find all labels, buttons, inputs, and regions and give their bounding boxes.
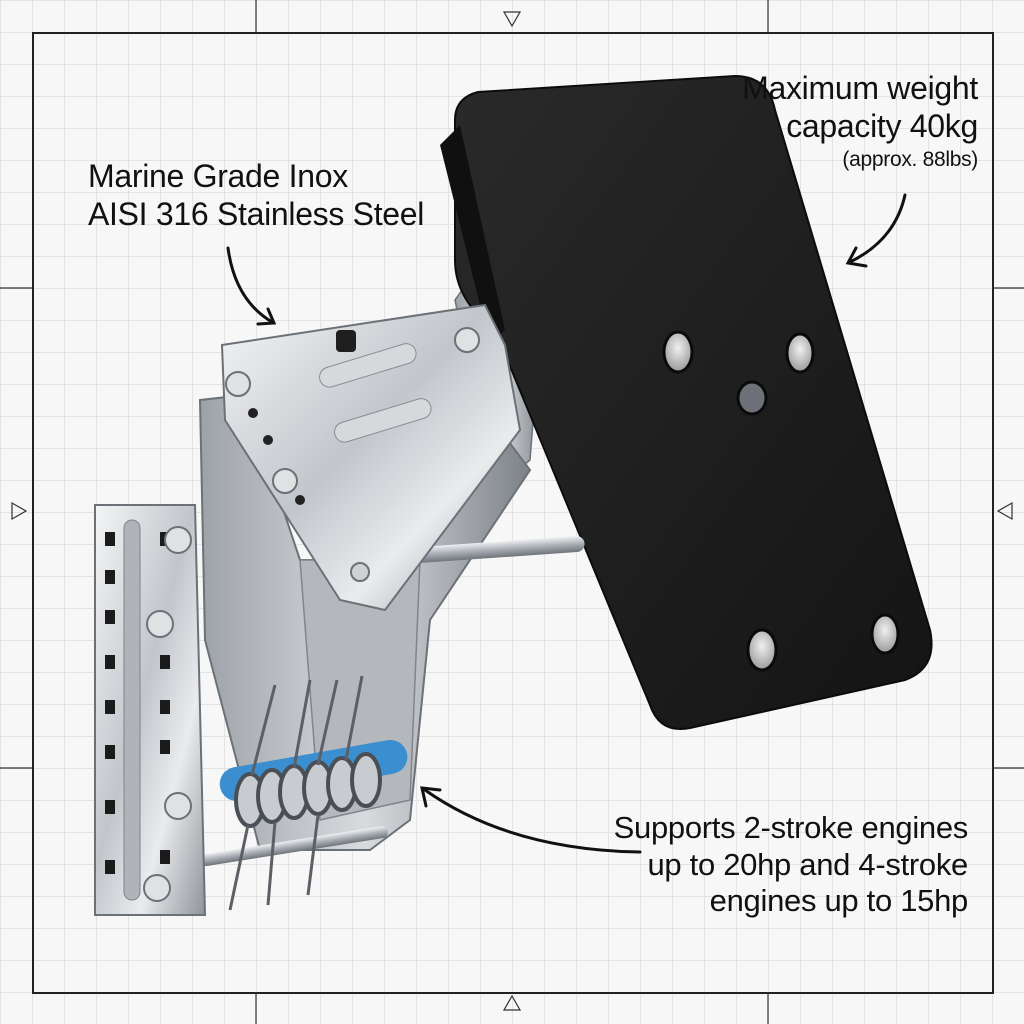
transom-plate	[94, 504, 207, 916]
callout-capacity-line2: capacity 40kg	[786, 107, 978, 144]
registration-mark-left	[11, 501, 28, 521]
hex-bolt	[350, 562, 370, 582]
callout-capacity-line1: Maximum weight	[742, 70, 978, 106]
mounting-hole	[746, 628, 778, 672]
mounting-hole	[870, 613, 900, 655]
registration-mark-top	[502, 11, 522, 28]
hex-bolt	[146, 610, 174, 638]
arrow-capacity	[848, 193, 907, 264]
center-bolt	[736, 380, 768, 416]
hex-bolt	[454, 327, 480, 353]
border-frame	[32, 32, 994, 994]
hex-bolt	[164, 792, 192, 820]
arrow-engines	[423, 788, 642, 854]
callout-material-line1: Marine Grade Inox	[88, 158, 348, 194]
callout-capacity-line3: (approx. 88lbs)	[842, 147, 978, 171]
arrow-material	[226, 246, 274, 324]
mounting-hole	[662, 330, 694, 374]
mounting-hole	[785, 332, 815, 374]
callout-material-line2: AISI 316 Stainless Steel	[88, 195, 425, 232]
hex-bolt	[143, 874, 171, 902]
callout-engines-line2: up to 20hp and 4-stroke	[647, 846, 968, 882]
annotation-arrows	[226, 193, 907, 854]
hex-bolt	[272, 468, 298, 494]
hex-bolt	[164, 526, 192, 554]
hex-bolt	[225, 371, 251, 397]
callout-engines-line3: engines up to 15hp	[709, 883, 969, 919]
upper-cross-rod	[404, 536, 585, 564]
registration-mark-bottom	[502, 994, 522, 1011]
registration-mark-right	[996, 501, 1013, 521]
lower-cross-rod	[200, 826, 388, 867]
motor-pad	[440, 74, 933, 730]
callout-engines-line1: Supports 2-stroke engines	[613, 810, 969, 845]
spring-assembly	[219, 675, 408, 911]
callout-material: Marine Grade Inox AISI 316 Stainless Ste…	[88, 158, 424, 234]
upper-pivot-plate	[220, 303, 522, 612]
callout-engines: Supports 2-stroke engines up to 20hp and…	[613, 810, 969, 920]
callout-capacity: Maximum weight capacity 40kg (approx. 88…	[742, 70, 978, 172]
